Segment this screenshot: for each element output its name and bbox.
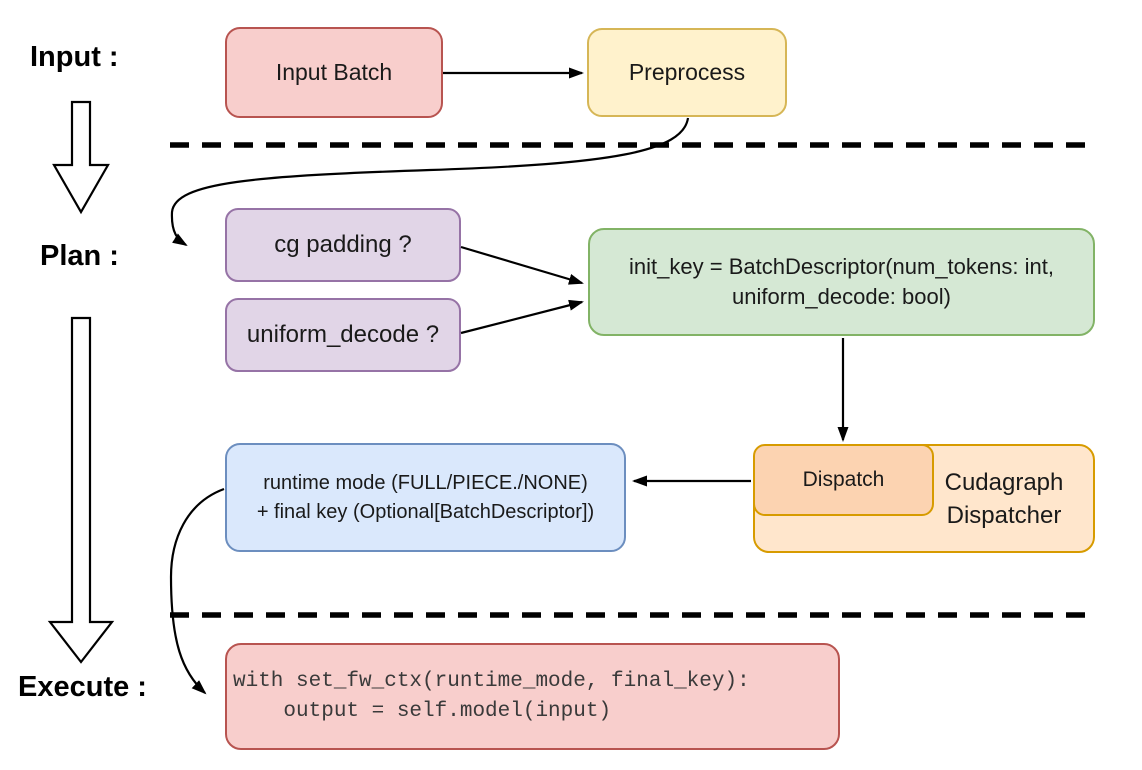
preprocess-label: Preprocess (628, 59, 746, 85)
arrow-uniform-decode-to-init-key (460, 299, 584, 335)
execute-code-line2: output = self.model(input) (233, 699, 612, 723)
arrow-runtime-mode-to-execute-code (169, 487, 225, 695)
dispatch-label: Dispatch (802, 468, 885, 491)
runtime-line1: runtime mode (FULL/PIECE./NONE) (263, 471, 588, 494)
execute-code-line1: with set_fw_ctx(runtime_mode, final_key)… (233, 669, 750, 693)
execute-code-node: with set_fw_ctx(runtime_mode, final_key)… (225, 643, 840, 750)
arrow-cg-padding-to-init-key (460, 245, 584, 285)
input-batch-label: Input Batch (275, 59, 393, 85)
stage-arrow-input-to-plan (52, 100, 110, 215)
runtime-mode-final-key-node: runtime mode (FULL/PIECE./NONE) + final … (225, 443, 626, 552)
cg-padding-node: cg padding ? (225, 208, 461, 282)
input-batch-node: Input Batch (225, 27, 443, 118)
init-key-node: init_key = BatchDescriptor(num_tokens: i… (588, 228, 1095, 336)
cudagraph-line2: Dispatcher (946, 501, 1062, 529)
cg-padding-label: cg padding ? (274, 231, 412, 258)
stage-label-input: Input : (30, 41, 119, 73)
uniform-decode-node: uniform_decode ? (225, 298, 461, 372)
init-key-line2: uniform_decode: bool) (732, 284, 951, 309)
stage-arrow-plan-to-execute (47, 316, 115, 664)
cudagraph-dispatcher-label: Cudagraph Dispatcher (921, 466, 1087, 532)
preprocess-node: Preprocess (587, 28, 787, 117)
runtime-line2: + final key (Optional[BatchDescriptor]) (256, 500, 595, 523)
init-key-line1: init_key = BatchDescriptor(num_tokens: i… (629, 254, 1054, 279)
uniform-decode-label: uniform_decode ? (246, 321, 440, 348)
stage-label-plan: Plan : (40, 240, 119, 272)
cudagraph-line1: Cudagraph (944, 468, 1064, 496)
dispatch-node: Dispatch (753, 444, 934, 516)
stage-label-execute: Execute : (18, 671, 147, 703)
